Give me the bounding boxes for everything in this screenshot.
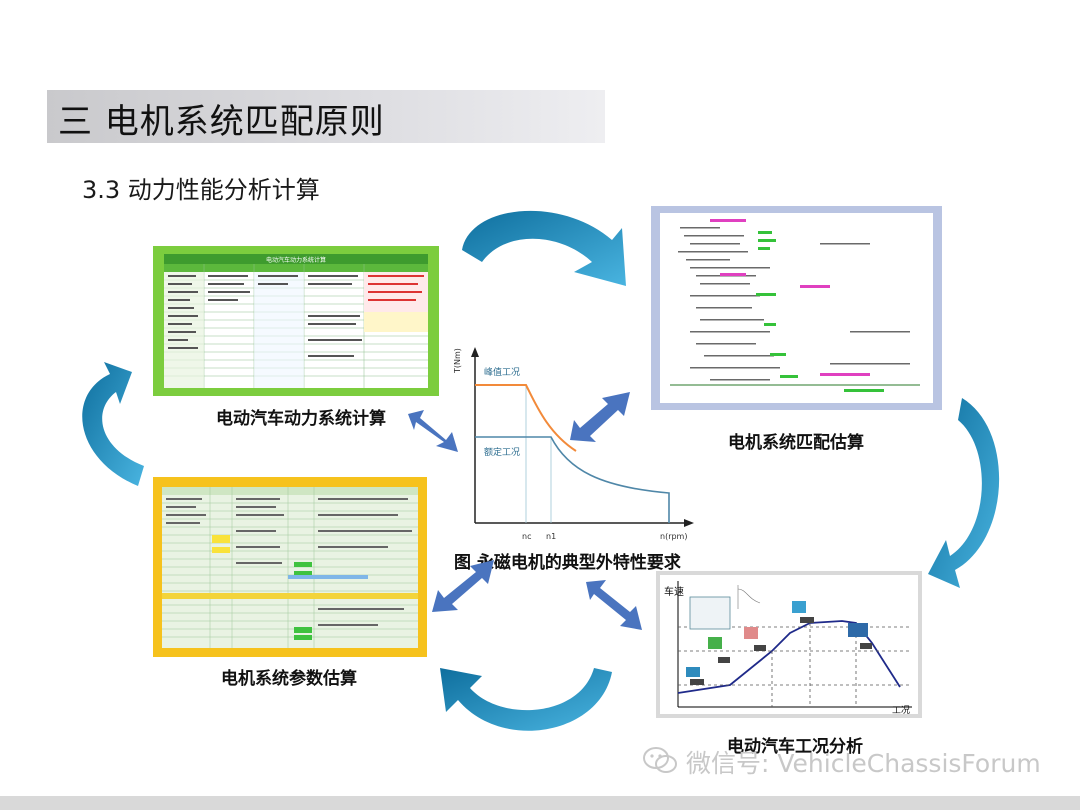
footer-band: [0, 796, 1080, 810]
motor-param-sheet: [162, 487, 418, 648]
caption-motor-param: 电机系统参数估算: [221, 669, 357, 689]
driving-cycle-chart: 车速 工况: [664, 581, 912, 714]
tick-nc: nc: [522, 532, 531, 541]
cycle-y-axis-label: 车速: [664, 585, 684, 598]
spreadsheet-header: 电动汽车动力系统计算: [266, 256, 326, 264]
tick-n1: n1: [546, 532, 556, 541]
cycle-x-axis-label: 工况: [892, 705, 910, 714]
param-spreadsheet-thumbnail: [162, 487, 418, 648]
double-arrow-topleft: [408, 410, 458, 452]
double-arrow-topright: [570, 392, 630, 442]
powertrain-calc-sheet: 电动汽车动力系统计算: [164, 254, 428, 388]
rated-condition-label: 额定工况: [484, 446, 520, 458]
curved-arrow-top: [462, 210, 626, 286]
caption-driving-cycle: 电动汽车工况分析: [727, 737, 863, 757]
vehicle-icons: [686, 601, 872, 685]
curved-arrow-bottom: [440, 668, 612, 731]
peak-curve: [475, 384, 577, 452]
motor-match-sheet: [660, 213, 933, 403]
caption-motor-match: 电机系统匹配估算: [728, 433, 864, 453]
rated-curve: [475, 436, 670, 523]
slide-subtitle: 3.3 动力性能分析计算: [82, 176, 320, 204]
motor-characteristic-chart: T(Nm) 峰值工况 额定工况 nc n1 n(rpm): [453, 347, 694, 541]
spreadsheet-thumbnail: 电动汽车动力系统计算: [164, 254, 428, 388]
motor-param-frame: [153, 477, 427, 657]
caption-powertrain-calc: 电动汽车动力系统计算: [216, 409, 386, 429]
powertrain-calc-frame: 电动汽车动力系统计算: [153, 246, 439, 396]
caption-center-figure: 图 永磁电机的典型外特性要求: [454, 553, 681, 573]
matching-code-thumbnail: [670, 219, 920, 392]
motor-match-frame: [651, 206, 942, 410]
chart-x-axis-label: n(rpm): [660, 532, 687, 541]
chart-y-axis-label: T(Nm): [453, 348, 462, 374]
curved-arrow-right: [928, 398, 1000, 588]
driving-cycle-sheet: 车速 工况: [660, 575, 918, 714]
watermark-text: 微信号: VehicleChassisForum: [686, 749, 1041, 778]
curved-arrow-left: [82, 362, 144, 486]
peak-condition-label: 峰值工况: [484, 366, 520, 378]
double-arrow-bottomleft: [432, 560, 494, 612]
driving-cycle-frame: 车速 工况: [656, 571, 922, 718]
wechat-icon: [643, 747, 677, 773]
double-arrow-bottomright: [586, 580, 642, 630]
slide-title: 三 电机系统匹配原则: [58, 102, 385, 142]
title-bar: [47, 90, 605, 143]
